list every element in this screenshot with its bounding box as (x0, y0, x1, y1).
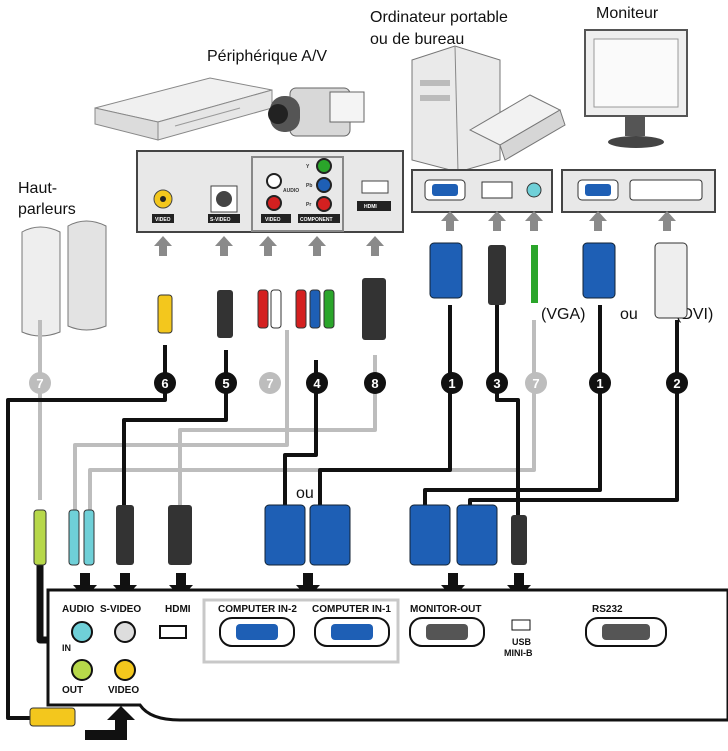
av-audio-port-label: AUDIO (283, 188, 299, 194)
speakers-label-line2: parleurs (18, 201, 76, 218)
av-y-label: Y (306, 164, 310, 170)
monitor-label: Moniteur (596, 5, 659, 22)
cable-badge-6-text: 6 (161, 376, 168, 391)
bottom-connectors (29, 504, 527, 727)
projector-comp2-label: COMPUTER IN-2 (218, 604, 297, 615)
cable-badge-3 (486, 372, 508, 394)
projector-hdmi-label: HDMI (165, 604, 191, 615)
cable-badge-5-text: 5 (222, 376, 229, 391)
av-pr-label: Pr (306, 202, 311, 208)
projector-comp1-label: COMPUTER IN-1 (312, 604, 391, 615)
cable-badge-4-text: 4 (313, 376, 321, 391)
monitor-icon (584, 29, 688, 148)
cable-badge-1b (589, 372, 611, 394)
cable-badge-2 (666, 372, 688, 394)
projector-svideo-label: S-VIDEO (100, 604, 141, 615)
cable-badge-7c (29, 372, 51, 394)
cable-number-badges: 6 5 7 4 8 1 3 7 1 2 7 (29, 372, 688, 394)
cable-badge-1a-text: 1 (448, 376, 455, 391)
dvd-player-icon (94, 77, 273, 141)
speakers-icon (21, 220, 107, 337)
av-video2-port-label: VIDEO (265, 217, 281, 223)
av-hdmi-port-label: HDMI (364, 204, 377, 210)
projector-out-label: OUT (62, 685, 83, 696)
cable-badge-1b-text: 1 (596, 376, 603, 391)
cable-badge-7c-text: 7 (36, 376, 43, 391)
computer-label-line1: Ordinateur portable (370, 9, 508, 26)
computer-ports-panel (411, 169, 553, 213)
cable-badge-7a (259, 372, 281, 394)
av-svideo-port-label: S-VIDEO (210, 217, 231, 223)
projector-video-label: VIDEO (108, 685, 139, 696)
vga-label: (VGA) (541, 306, 586, 323)
cable-badge-8-text: 8 (371, 376, 378, 391)
cable-badge-7b-text: 7 (532, 376, 539, 391)
top-connectors (157, 242, 688, 340)
computer-label-line2: ou de bureau (370, 31, 465, 48)
cable-badge-3-text: 3 (493, 376, 500, 391)
cable-badge-8 (364, 372, 386, 394)
cable-badge-7a-text: 7 (266, 376, 273, 391)
projector-audio-label: AUDIO (62, 604, 94, 615)
projector-in-label: IN (62, 643, 71, 653)
cable-badge-1a (441, 372, 463, 394)
projector-rs232-label: RS232 (592, 604, 623, 615)
cable-badge-5 (215, 372, 237, 394)
av-panel: VIDEO S-VIDEO AUDIO VIDEO Y Pb Pr COMPON… (136, 150, 404, 233)
or-right-label: ou (620, 306, 638, 323)
camcorder-icon (268, 87, 365, 137)
projector-usb-label: USB (512, 637, 532, 647)
av-component-port-label: COMPONENT (300, 217, 333, 223)
av-pb-label: Pb (306, 183, 312, 189)
speakers-label-line1: Haut- (18, 180, 58, 197)
projector-panel: AUDIO S-VIDEO IN OUT VIDEO HDMI COMPUTER… (46, 588, 728, 722)
cable-badge-4 (306, 372, 328, 394)
cable-badge-6 (154, 372, 176, 394)
projector-monitor-out-label: MONITOR-OUT (410, 604, 481, 615)
top-arrows (154, 211, 676, 256)
av-device-label: Périphérique A/V (207, 48, 328, 65)
cable-badge-2-text: 2 (673, 376, 680, 391)
monitor-ports-panel (561, 169, 716, 213)
computer-icon (411, 45, 566, 173)
or-left-label: ou (296, 485, 314, 502)
projector-mini-b-label: MINI-B (504, 648, 533, 658)
cable-badge-7b (525, 372, 547, 394)
av-video-port-label: VIDEO (155, 217, 171, 223)
